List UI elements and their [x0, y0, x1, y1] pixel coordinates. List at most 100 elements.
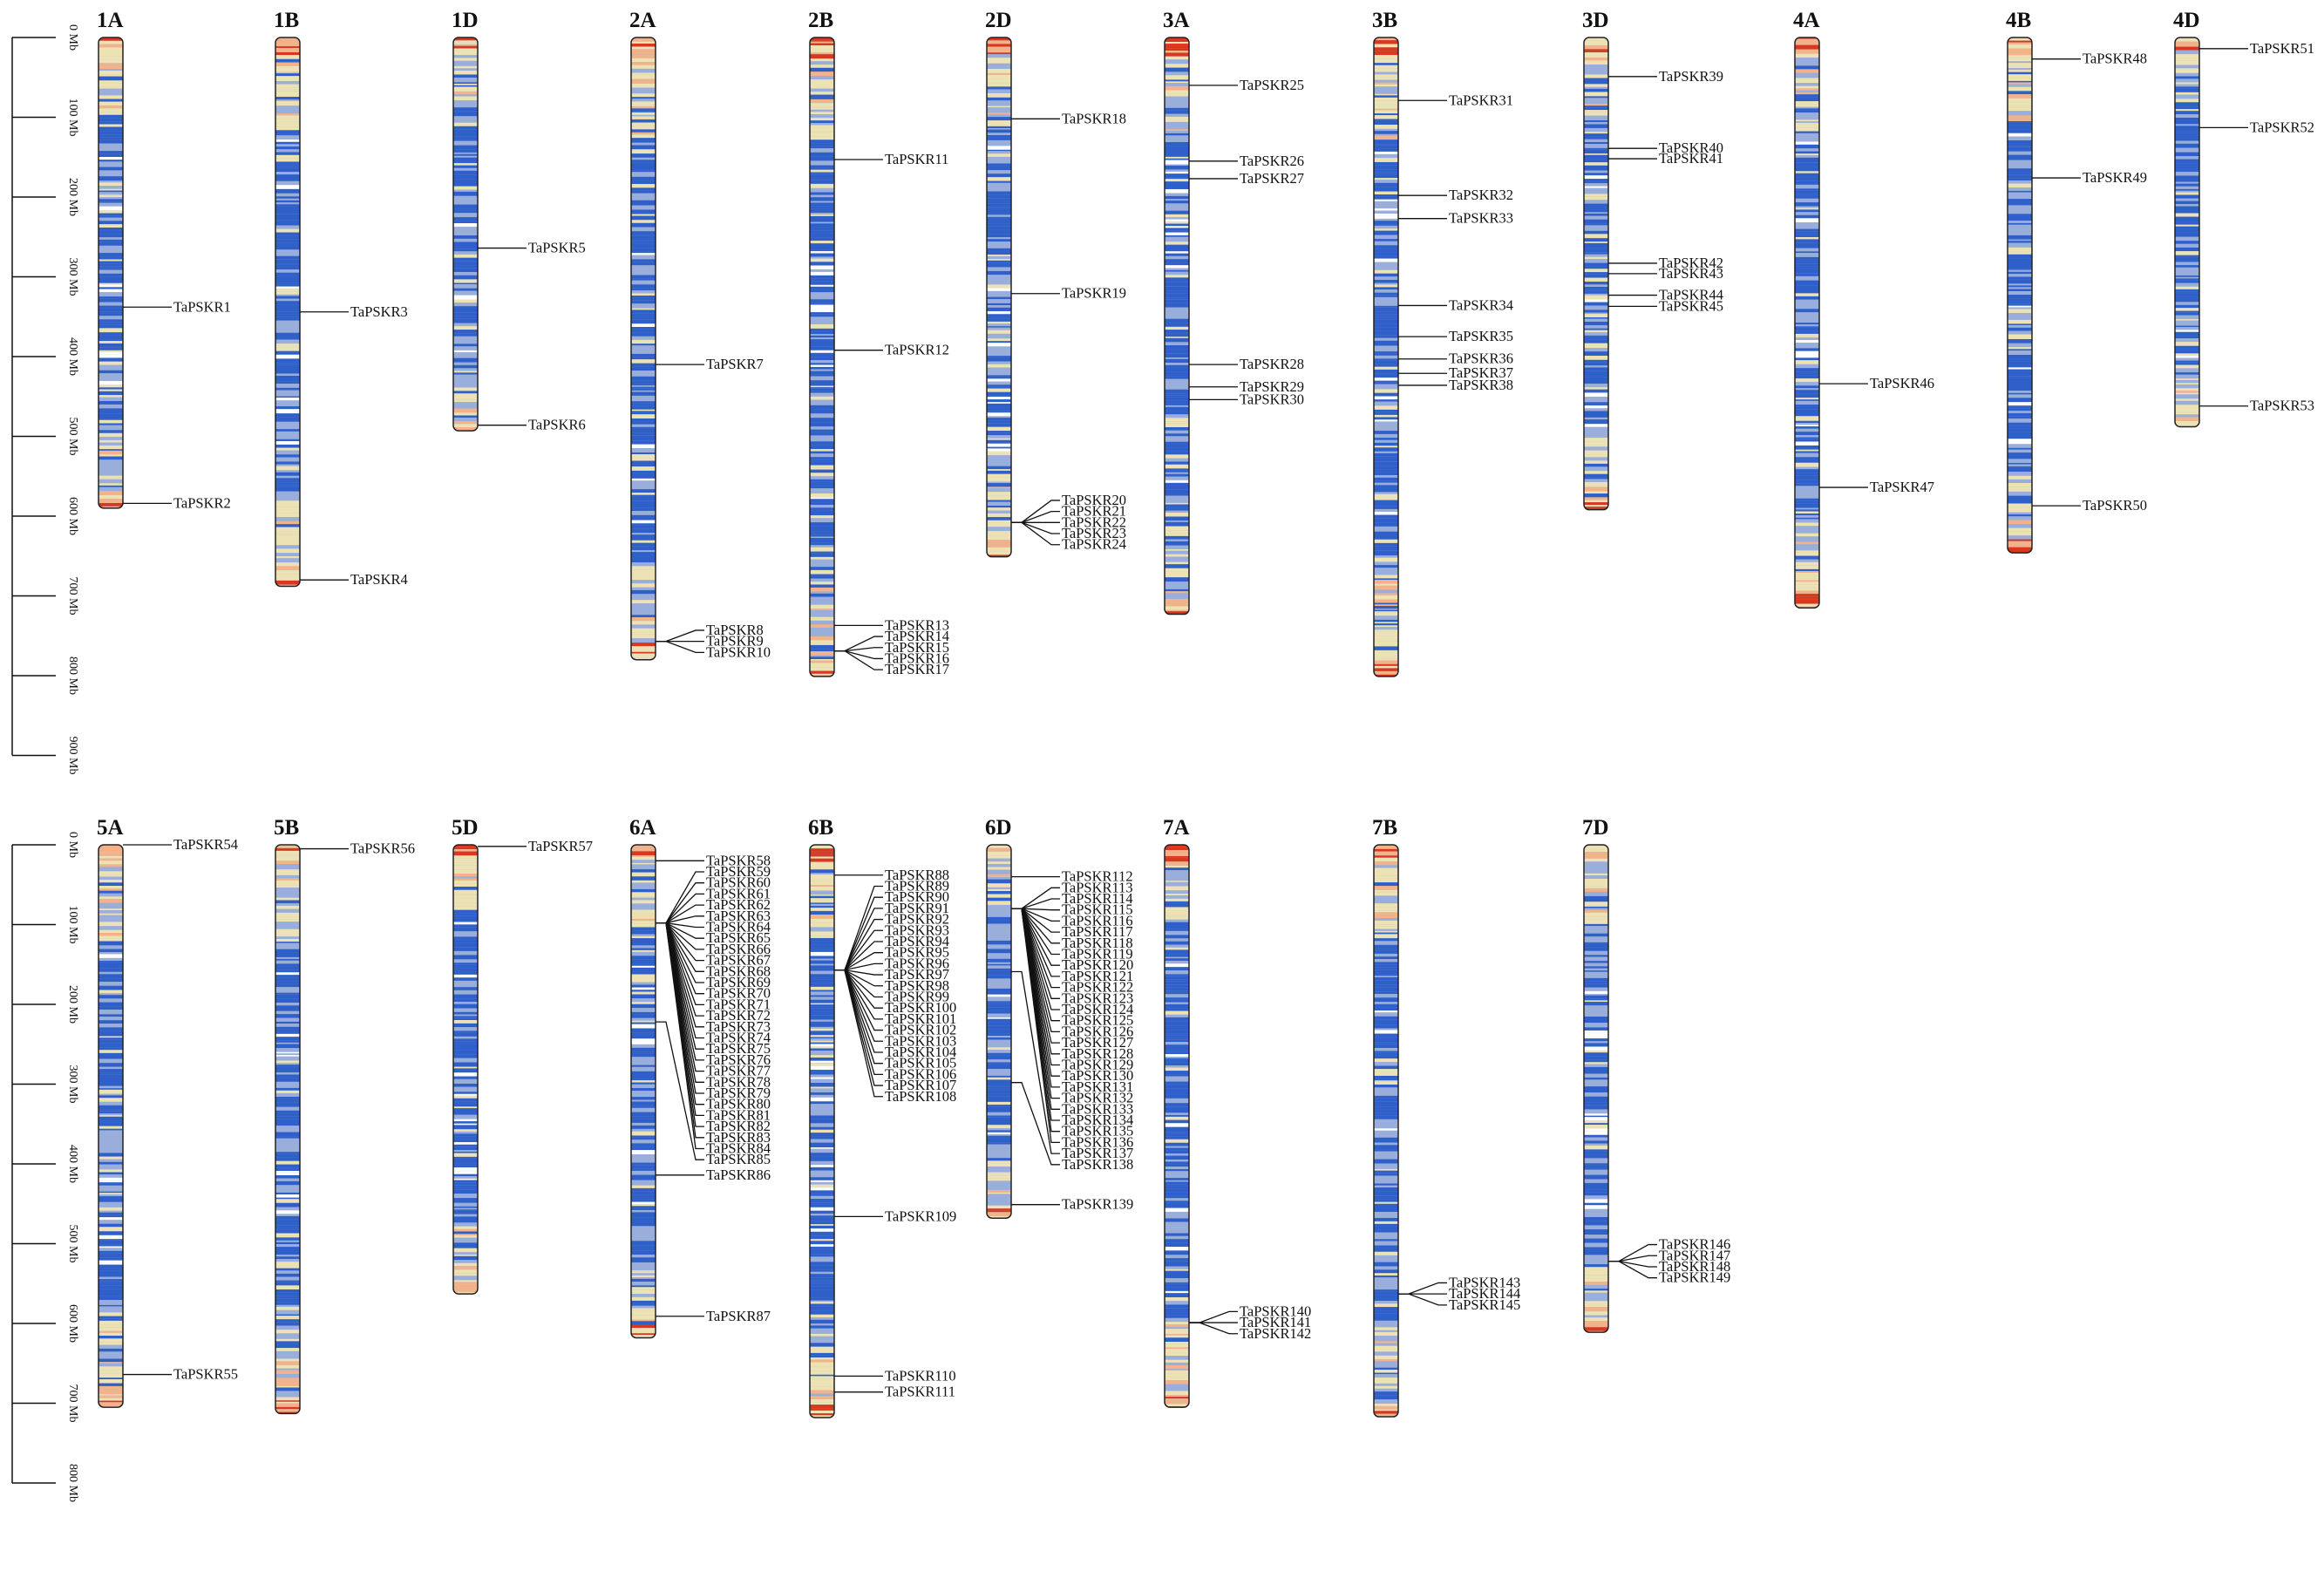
gene-label: TaPSKR93 [885, 922, 949, 938]
gene-label: TaPSKR44 [1659, 287, 1723, 303]
gene-label: TaPSKR26 [1240, 153, 1304, 169]
gene-label: TaPSKR12 [885, 342, 949, 358]
gene-label: TaPSKR96 [885, 955, 949, 971]
chromosome-outline [1373, 844, 1399, 1418]
gene-label: TaPSKR4 [350, 571, 408, 588]
gene-marker-TaPSKR49: TaPSKR49 [2032, 169, 2147, 186]
scale-tick-label: 0 Mb [66, 24, 79, 51]
chromosome-outline [2174, 37, 2200, 428]
gene-connector [1189, 1322, 1238, 1335]
gene-marker-TaPSKR2: TaPSKR2 [123, 494, 231, 511]
gene-marker-TaPSKR35: TaPSKR35 [1398, 328, 1513, 344]
gene-label: TaPSKR118 [1062, 935, 1133, 951]
gene-marker-TaPSKR138: TaPSKR138 [1011, 1082, 1133, 1173]
gene-label: TaPSKR125 [1062, 1012, 1133, 1029]
chromosome-title: 7B [1372, 816, 1397, 840]
chromosome-title: 6B [808, 816, 833, 840]
chromosome-title: 1D [452, 9, 479, 32]
chromosome-outline [452, 844, 479, 1295]
gene-marker-TaPSKR56: TaPSKR56 [300, 840, 415, 857]
gene-label: TaPSKR124 [1062, 1001, 1133, 1017]
chromosome-title: 7A [1163, 816, 1190, 840]
gene-marker-TaPSKR39: TaPSKR39 [1608, 68, 1723, 85]
gene-label: TaPSKR123 [1062, 990, 1133, 1006]
gene-label: TaPSKR11 [885, 151, 948, 167]
gene-label: TaPSKR68 [706, 963, 771, 979]
gene-label: TaPSKR64 [706, 919, 771, 935]
gene-marker-TaPSKR26: TaPSKR26 [1189, 153, 1304, 169]
chromosome-density-bands [1795, 37, 1819, 609]
gene-label: TaPSKR113 [1062, 879, 1133, 895]
gene-label: TaPSKR100 [885, 999, 956, 1016]
scale-tick-label: 900 Mb [66, 737, 79, 775]
gene-label: TaPSKR140 [1240, 1303, 1311, 1319]
gene-label: TaPSKR108 [885, 1088, 956, 1105]
gene-marker-TaPSKR18: TaPSKR18 [1011, 110, 1126, 126]
chromosome-density-bands [1374, 845, 1398, 1418]
chromosome-3B: 3BTaPSKR31TaPSKR32TaPSKR33TaPSKR34TaPSKR… [1372, 9, 1513, 677]
gene-connector [656, 922, 704, 1150]
gene-label: TaPSKR40 [1659, 139, 1723, 156]
chromosome-title: 1B [274, 9, 299, 32]
gene-marker-TaPSKR12: TaPSKR12 [834, 342, 949, 358]
gene-label: TaPSKR60 [706, 874, 771, 891]
chromosome-density-bands [1165, 845, 1189, 1408]
gene-label: TaPSKR127 [1062, 1034, 1133, 1051]
scale-tick-label: 700 Mb [66, 577, 79, 616]
gene-label: TaPSKR61 [706, 885, 771, 901]
gene-connector [834, 650, 883, 670]
gene-label: TaPSKR85 [706, 1151, 771, 1167]
gene-label: TaPSKR133 [1062, 1100, 1133, 1117]
gene-marker-TaPSKR110: TaPSKR110 [834, 1367, 956, 1384]
gene-connector [1011, 898, 1060, 909]
gene-marker-TaPSKR4: TaPSKR4 [300, 571, 408, 588]
gene-label: TaPSKR142 [1240, 1325, 1311, 1342]
gene-label: TaPSKR78 [706, 1073, 771, 1090]
gene-label: TaPSKR65 [706, 929, 771, 946]
gene-label: TaPSKR76 [706, 1051, 771, 1068]
gene-label: TaPSKR1 [173, 298, 231, 315]
chromosome-6D: 6DTaPSKR112TaPSKR113TaPSKR114TaPSKR115Ta… [985, 816, 1133, 1219]
gene-label: TaPSKR88 [885, 867, 949, 883]
gene-marker-TaPSKR51: TaPSKR51 [2199, 40, 2314, 57]
gene-marker-TaPSKR28: TaPSKR28 [1189, 356, 1304, 372]
gene-label: TaPSKR121 [1062, 968, 1133, 984]
gene-label: TaPSKR103 [885, 1032, 956, 1049]
gene-marker-TaPSKR43: TaPSKR43 [1608, 265, 1723, 282]
gene-label: TaPSKR45 [1659, 297, 1723, 314]
chromosome-outline [1583, 844, 1609, 1333]
gene-connector [1011, 521, 1060, 546]
gene-label: TaPSKR6 [528, 417, 586, 433]
gene-connector [1011, 908, 1060, 933]
chromosome-title: 2B [808, 9, 833, 32]
gene-label: TaPSKR104 [885, 1044, 956, 1060]
gene-label: TaPSKR139 [1062, 1196, 1133, 1213]
gene-label: TaPSKR59 [706, 863, 771, 880]
gene-label: TaPSKR13 [885, 616, 949, 633]
gene-label: TaPSKR74 [706, 1030, 771, 1046]
gene-label: TaPSKR25 [1240, 77, 1304, 93]
gene-connector [1011, 908, 1060, 956]
gene-label: TaPSKR66 [706, 941, 771, 957]
chromosome-density-bands [99, 845, 123, 1408]
gene-marker-TaPSKR111: TaPSKR111 [834, 1384, 955, 1400]
gene-label: TaPSKR136 [1062, 1133, 1133, 1150]
gene-label: TaPSKR3 [350, 303, 408, 320]
gene-connector [1011, 521, 1060, 534]
gene-connector [656, 629, 704, 643]
scale-tick-label: 300 Mb [66, 1065, 79, 1104]
gene-label: TaPSKR31 [1449, 92, 1513, 108]
gene-label: TaPSKR63 [706, 908, 771, 924]
gene-label: TaPSKR89 [885, 877, 949, 894]
gene-label: TaPSKR46 [1870, 375, 1934, 391]
gene-label: TaPSKR62 [706, 896, 771, 913]
gene-marker-TaPSKR145: TaPSKR145 [1398, 1293, 1520, 1313]
chromosome-title: 3A [1163, 9, 1190, 32]
scale-tick-label: 0 Mb [66, 832, 79, 858]
gene-label: TaPSKR73 [706, 1018, 771, 1035]
